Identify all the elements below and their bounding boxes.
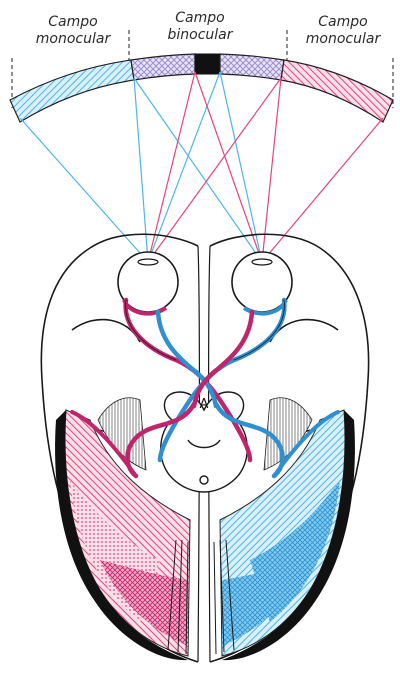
- binocular-segment-right: [220, 54, 284, 80]
- marker-label: A: [200, 397, 209, 412]
- left-monocular-segment: [10, 60, 134, 122]
- right-monocular-segment: [281, 60, 393, 122]
- visual-field-arc: [10, 54, 393, 122]
- light-rays: [20, 72, 383, 262]
- fixation-point: [195, 54, 220, 74]
- binocular-segment-left: [131, 54, 195, 80]
